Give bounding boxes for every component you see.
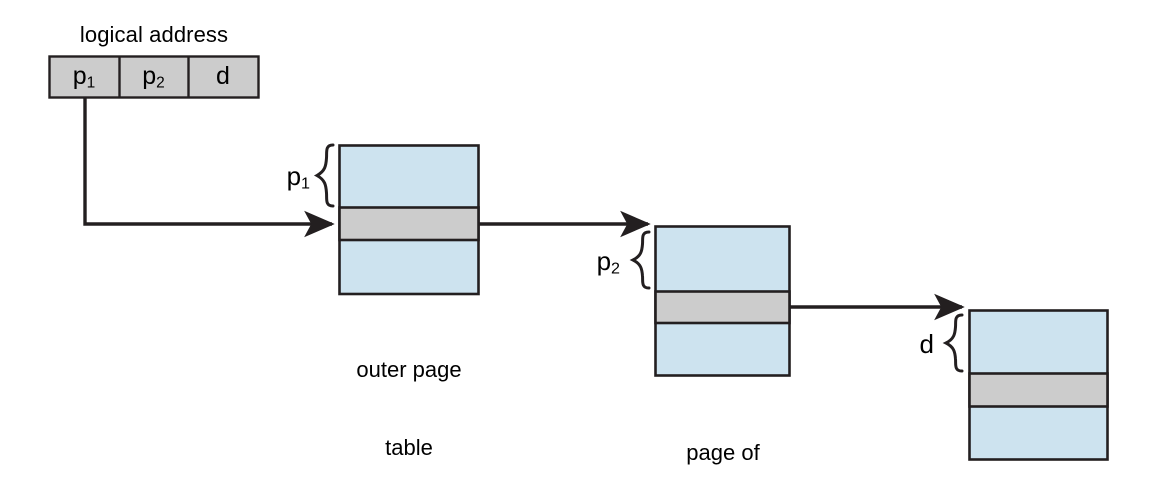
- address-field-p2: p2: [119, 62, 188, 93]
- address-field-p1: p1: [49, 62, 119, 93]
- brace-label-d-text: d: [919, 329, 934, 359]
- brace-p1-glyph: [313, 143, 335, 208]
- connector-p1-to-outer-page-table: [83, 97, 335, 238]
- brace-label-p2-subscript: 2: [611, 259, 620, 278]
- page-title: logical address: [79, 22, 229, 47]
- outer-page-table-caption: outer page table: [314, 305, 504, 490]
- brace-d-glyph: [942, 313, 964, 373]
- address-field-p1-text: p: [72, 62, 87, 90]
- brace-label-p1: p1: [276, 161, 310, 194]
- address-field-d-text: d: [216, 62, 230, 90]
- outer-page-table-box: [338, 144, 480, 296]
- outer-page-table-caption-line2: table: [385, 434, 433, 460]
- page-of-page-table-caption-line1: page of: [686, 439, 760, 465]
- outer-page-table-caption-line1: outer page: [356, 356, 462, 382]
- brace-label-p2-text: p: [596, 246, 612, 276]
- brace-label-p2: p2: [586, 246, 620, 279]
- brace-p2-glyph: [629, 230, 651, 290]
- address-field-p1-subscript: 1: [86, 74, 96, 92]
- address-field-p2-subscript: 2: [156, 74, 165, 92]
- brace-label-p1-subscript: 1: [301, 174, 310, 193]
- address-field-p2-text: p: [142, 62, 157, 90]
- memory-frame-box: [968, 309, 1109, 461]
- logical-address-box: [48, 55, 260, 99]
- address-field-d: d: [188, 62, 258, 93]
- page-of-page-table-caption: page of page table: [628, 388, 818, 490]
- brace-label-d: d: [902, 329, 934, 362]
- brace-label-p1-text: p: [286, 161, 302, 191]
- page-of-page-table-box: [654, 225, 791, 377]
